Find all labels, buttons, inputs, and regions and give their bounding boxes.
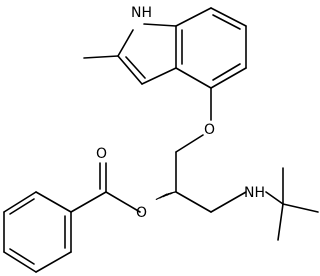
bond (117, 29, 134, 57)
hash-line (155, 193, 168, 200)
stereo-hash-wedge (155, 190, 177, 200)
indole-benzene-ring (175, 7, 247, 89)
bond (265, 191, 284, 205)
bond (175, 134, 204, 153)
indole-pyrrole-ring (83, 23, 177, 85)
bond (3, 251, 37, 273)
double-bond-inner (9, 198, 35, 215)
bond (175, 7, 212, 27)
bond (210, 191, 247, 213)
tbutyl-bond (282, 203, 319, 213)
bond (3, 191, 37, 213)
tbutyl-bond (277, 203, 284, 241)
ester-oxygen-label: O (136, 205, 147, 221)
bond (35, 251, 72, 273)
double-bond-inner (212, 14, 241, 30)
carbonyl-oxygen-label: O (96, 146, 107, 162)
methyl-bond (83, 55, 119, 59)
bond (210, 7, 247, 27)
bond (117, 55, 143, 85)
bond (70, 191, 107, 213)
side-chain (175, 87, 319, 241)
bond (105, 191, 141, 213)
bond (143, 23, 177, 27)
ether-oxygen-label: O (204, 122, 215, 138)
indole-nh-label: NH (131, 5, 152, 21)
amine-nh-label: NH (244, 185, 265, 201)
bond (35, 191, 72, 213)
benzoate-group (3, 162, 141, 273)
double-bond-inner (212, 63, 241, 81)
bond (210, 67, 247, 89)
bond (141, 67, 177, 85)
bond (175, 191, 212, 213)
double-bond-inner (9, 248, 35, 265)
bond (175, 67, 212, 89)
double-bond-inner (125, 56, 146, 79)
